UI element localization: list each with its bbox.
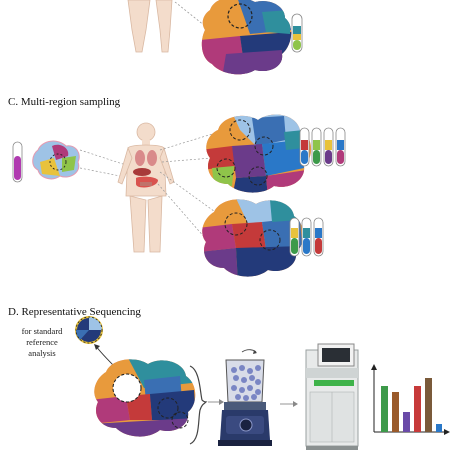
connector-line (79, 149, 127, 166)
test-tube-icon (301, 217, 312, 257)
brace-icon (189, 365, 208, 445)
tumor-mass-icon (201, 0, 292, 75)
tumor-mass-icon (202, 199, 304, 277)
top-panel (127, 0, 303, 75)
arrow-head-icon (94, 344, 100, 350)
chart-bar (403, 412, 410, 432)
panel-d (75, 316, 450, 450)
homogenizer-icon (218, 349, 272, 446)
chart-bar (381, 386, 388, 432)
chart-bar (414, 386, 421, 432)
test-tube-icon (313, 217, 324, 257)
test-tube-icon (291, 13, 303, 53)
test-tube-icon (299, 127, 310, 167)
test-tube-icon (335, 127, 346, 167)
test-tube-icon (323, 127, 334, 167)
test-tube-icon (289, 217, 300, 257)
arrow-head-icon (371, 364, 377, 370)
reference-note-line: for standard (21, 326, 63, 336)
panel-c (12, 114, 346, 277)
reference-sample-icon (75, 316, 103, 344)
human-body-icon (117, 122, 175, 253)
tumor-mass-icon (32, 140, 80, 180)
arrow-head-icon (444, 429, 450, 435)
connector-line (161, 157, 213, 163)
test-tube-icon (12, 141, 23, 183)
chart-bar (436, 424, 442, 432)
sequencer-machine-icon (305, 343, 359, 450)
reference-note-line: reference (26, 337, 58, 347)
test-tube-icon (311, 127, 322, 167)
connector-line (159, 127, 233, 151)
reference-note-line: analysis (28, 348, 56, 358)
panel-c-title: C. Multi-region sampling (8, 96, 121, 108)
human-body-icon (127, 0, 173, 53)
chart-bar (425, 378, 432, 432)
reference-note: for standard reference analysis (8, 326, 76, 359)
arrow-head-icon (219, 399, 224, 405)
arrow-head-icon (293, 401, 298, 407)
connector-line (79, 167, 131, 179)
tumor-mass-icon (94, 359, 196, 437)
bar-chart-icon (371, 364, 450, 435)
panel-d-title: D. Representative Sequencing (8, 306, 141, 318)
chart-bar (392, 392, 399, 432)
